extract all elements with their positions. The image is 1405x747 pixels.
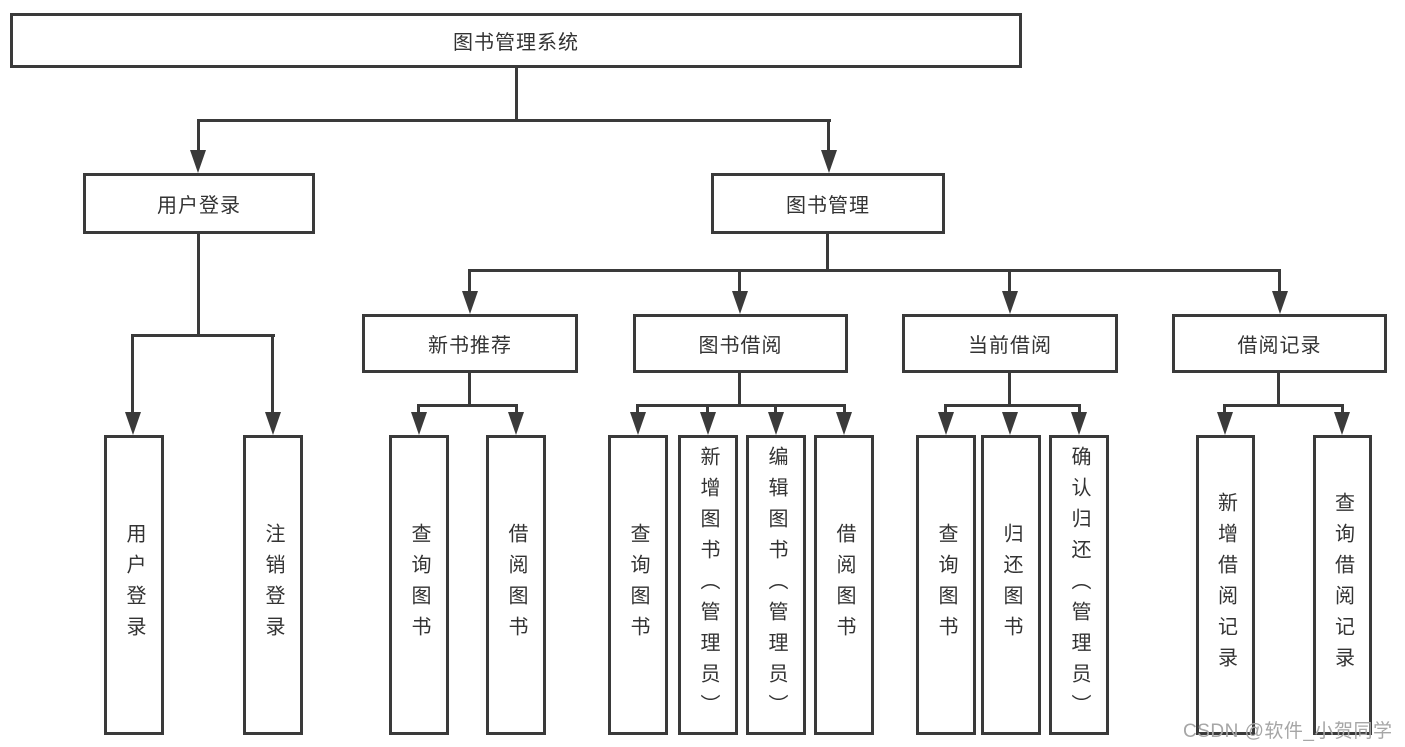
node-label: 借阅图书 (833, 523, 855, 647)
arrow-down-icon (265, 412, 281, 435)
node-label: 新增图书（管理员） (697, 445, 719, 725)
arrow-down-icon (732, 291, 748, 314)
leaf-edit-books-admin: 编辑图书（管理员） (746, 435, 806, 735)
connector-line (944, 404, 947, 416)
arrow-down-icon (411, 412, 427, 435)
arrow-down-icon (700, 412, 716, 435)
node-label: 图书管理 (786, 195, 870, 217)
leaf-return-books: 归还图书 (981, 435, 1041, 735)
connector-line (944, 404, 1081, 407)
arrow-down-icon (1002, 412, 1018, 435)
node-label: 用户登录 (123, 523, 145, 647)
leaf-confirm-return-admin: 确认归还（管理员） (1049, 435, 1109, 735)
arrow-down-icon (508, 412, 524, 435)
node-book-management: 图书管理 (711, 173, 945, 234)
connector-line (468, 269, 471, 295)
arrow-down-icon (190, 150, 206, 173)
node-label: 查询图书 (408, 523, 430, 647)
node-borrowing-records: 借阅记录 (1172, 314, 1387, 373)
connector-line (738, 269, 741, 295)
connector-line (843, 404, 846, 416)
arrow-down-icon (462, 291, 478, 314)
connector-line (515, 66, 518, 122)
node-label: 新书推荐 (428, 335, 512, 357)
connector-line (515, 404, 518, 416)
arrow-down-icon (768, 412, 784, 435)
connector-line (271, 334, 274, 414)
connector-line (1008, 269, 1011, 295)
connector-line (197, 119, 200, 155)
connector-line (1278, 269, 1281, 295)
leaf-user-login: 用户登录 (104, 435, 164, 735)
arrow-down-icon (1334, 412, 1350, 435)
leaf-recommend-query-books: 查询图书 (389, 435, 449, 735)
connector-line (636, 404, 846, 407)
connector-line (417, 404, 420, 416)
node-user-login: 用户登录 (83, 173, 315, 234)
connector-line (468, 371, 471, 407)
arrow-down-icon (125, 412, 141, 435)
connector-line (1078, 404, 1081, 416)
leaf-logout: 注销登录 (243, 435, 303, 735)
node-label: 确认归还（管理员） (1068, 445, 1090, 725)
leaf-borrowing-query-books: 查询图书 (608, 435, 668, 735)
node-book-borrowing: 图书借阅 (633, 314, 848, 373)
arrow-down-icon (1272, 291, 1288, 314)
arrow-down-icon (821, 150, 837, 173)
leaf-query-borrow-record: 查询借阅记录 (1313, 435, 1372, 735)
node-label: 注销登录 (262, 523, 284, 647)
connector-line (131, 334, 275, 337)
node-label: 当前借阅 (968, 335, 1052, 357)
connector-line (197, 232, 200, 337)
leaf-borrowing-borrow-books: 借阅图书 (814, 435, 874, 735)
arrow-down-icon (1071, 412, 1087, 435)
connector-line (827, 119, 830, 155)
arrow-down-icon (1002, 291, 1018, 314)
leaf-recommend-borrow-books: 借阅图书 (486, 435, 546, 735)
connector-line (738, 371, 741, 407)
connector-line (1341, 404, 1344, 416)
arrow-down-icon (938, 412, 954, 435)
node-current-borrowing: 当前借阅 (902, 314, 1118, 373)
node-new-book-recommendation: 新书推荐 (362, 314, 578, 373)
connector-line (197, 119, 831, 122)
connector-line (468, 269, 1281, 272)
node-label: 图书借阅 (698, 335, 783, 357)
connector-line (774, 404, 777, 416)
leaf-add-borrow-record: 新增借阅记录 (1196, 435, 1255, 735)
node-label: 查询图书 (627, 523, 649, 647)
leaf-add-books-admin: 新增图书（管理员） (678, 435, 738, 735)
node-label: 图书管理系统 (453, 32, 579, 54)
connector-line (706, 404, 709, 416)
connector-line (417, 404, 518, 407)
connector-line (826, 232, 829, 272)
node-label: 查询图书 (935, 523, 957, 647)
csdn-watermark: CSDN @软件_小贺同学 (1183, 721, 1393, 742)
node-label: 归还图书 (1000, 523, 1022, 647)
node-label: 借阅记录 (1237, 335, 1322, 357)
node-label: 用户登录 (157, 195, 241, 217)
leaf-current-query-books: 查询图书 (916, 435, 976, 735)
arrow-down-icon (1217, 412, 1233, 435)
node-label: 借阅图书 (505, 523, 527, 647)
node-label: 查询借阅记录 (1331, 492, 1354, 678)
node-library-management-system: 图书管理系统 (10, 13, 1022, 68)
connector-line (131, 334, 134, 414)
arrow-down-icon (630, 412, 646, 435)
connector-line (1008, 371, 1011, 407)
node-label: 编辑图书（管理员） (765, 445, 787, 725)
node-label: 新增借阅记录 (1214, 492, 1237, 678)
arrow-down-icon (836, 412, 852, 435)
connector-line (636, 404, 639, 416)
connector-line (1277, 371, 1280, 407)
connector-line (1223, 404, 1344, 407)
connector-line (1223, 404, 1226, 416)
